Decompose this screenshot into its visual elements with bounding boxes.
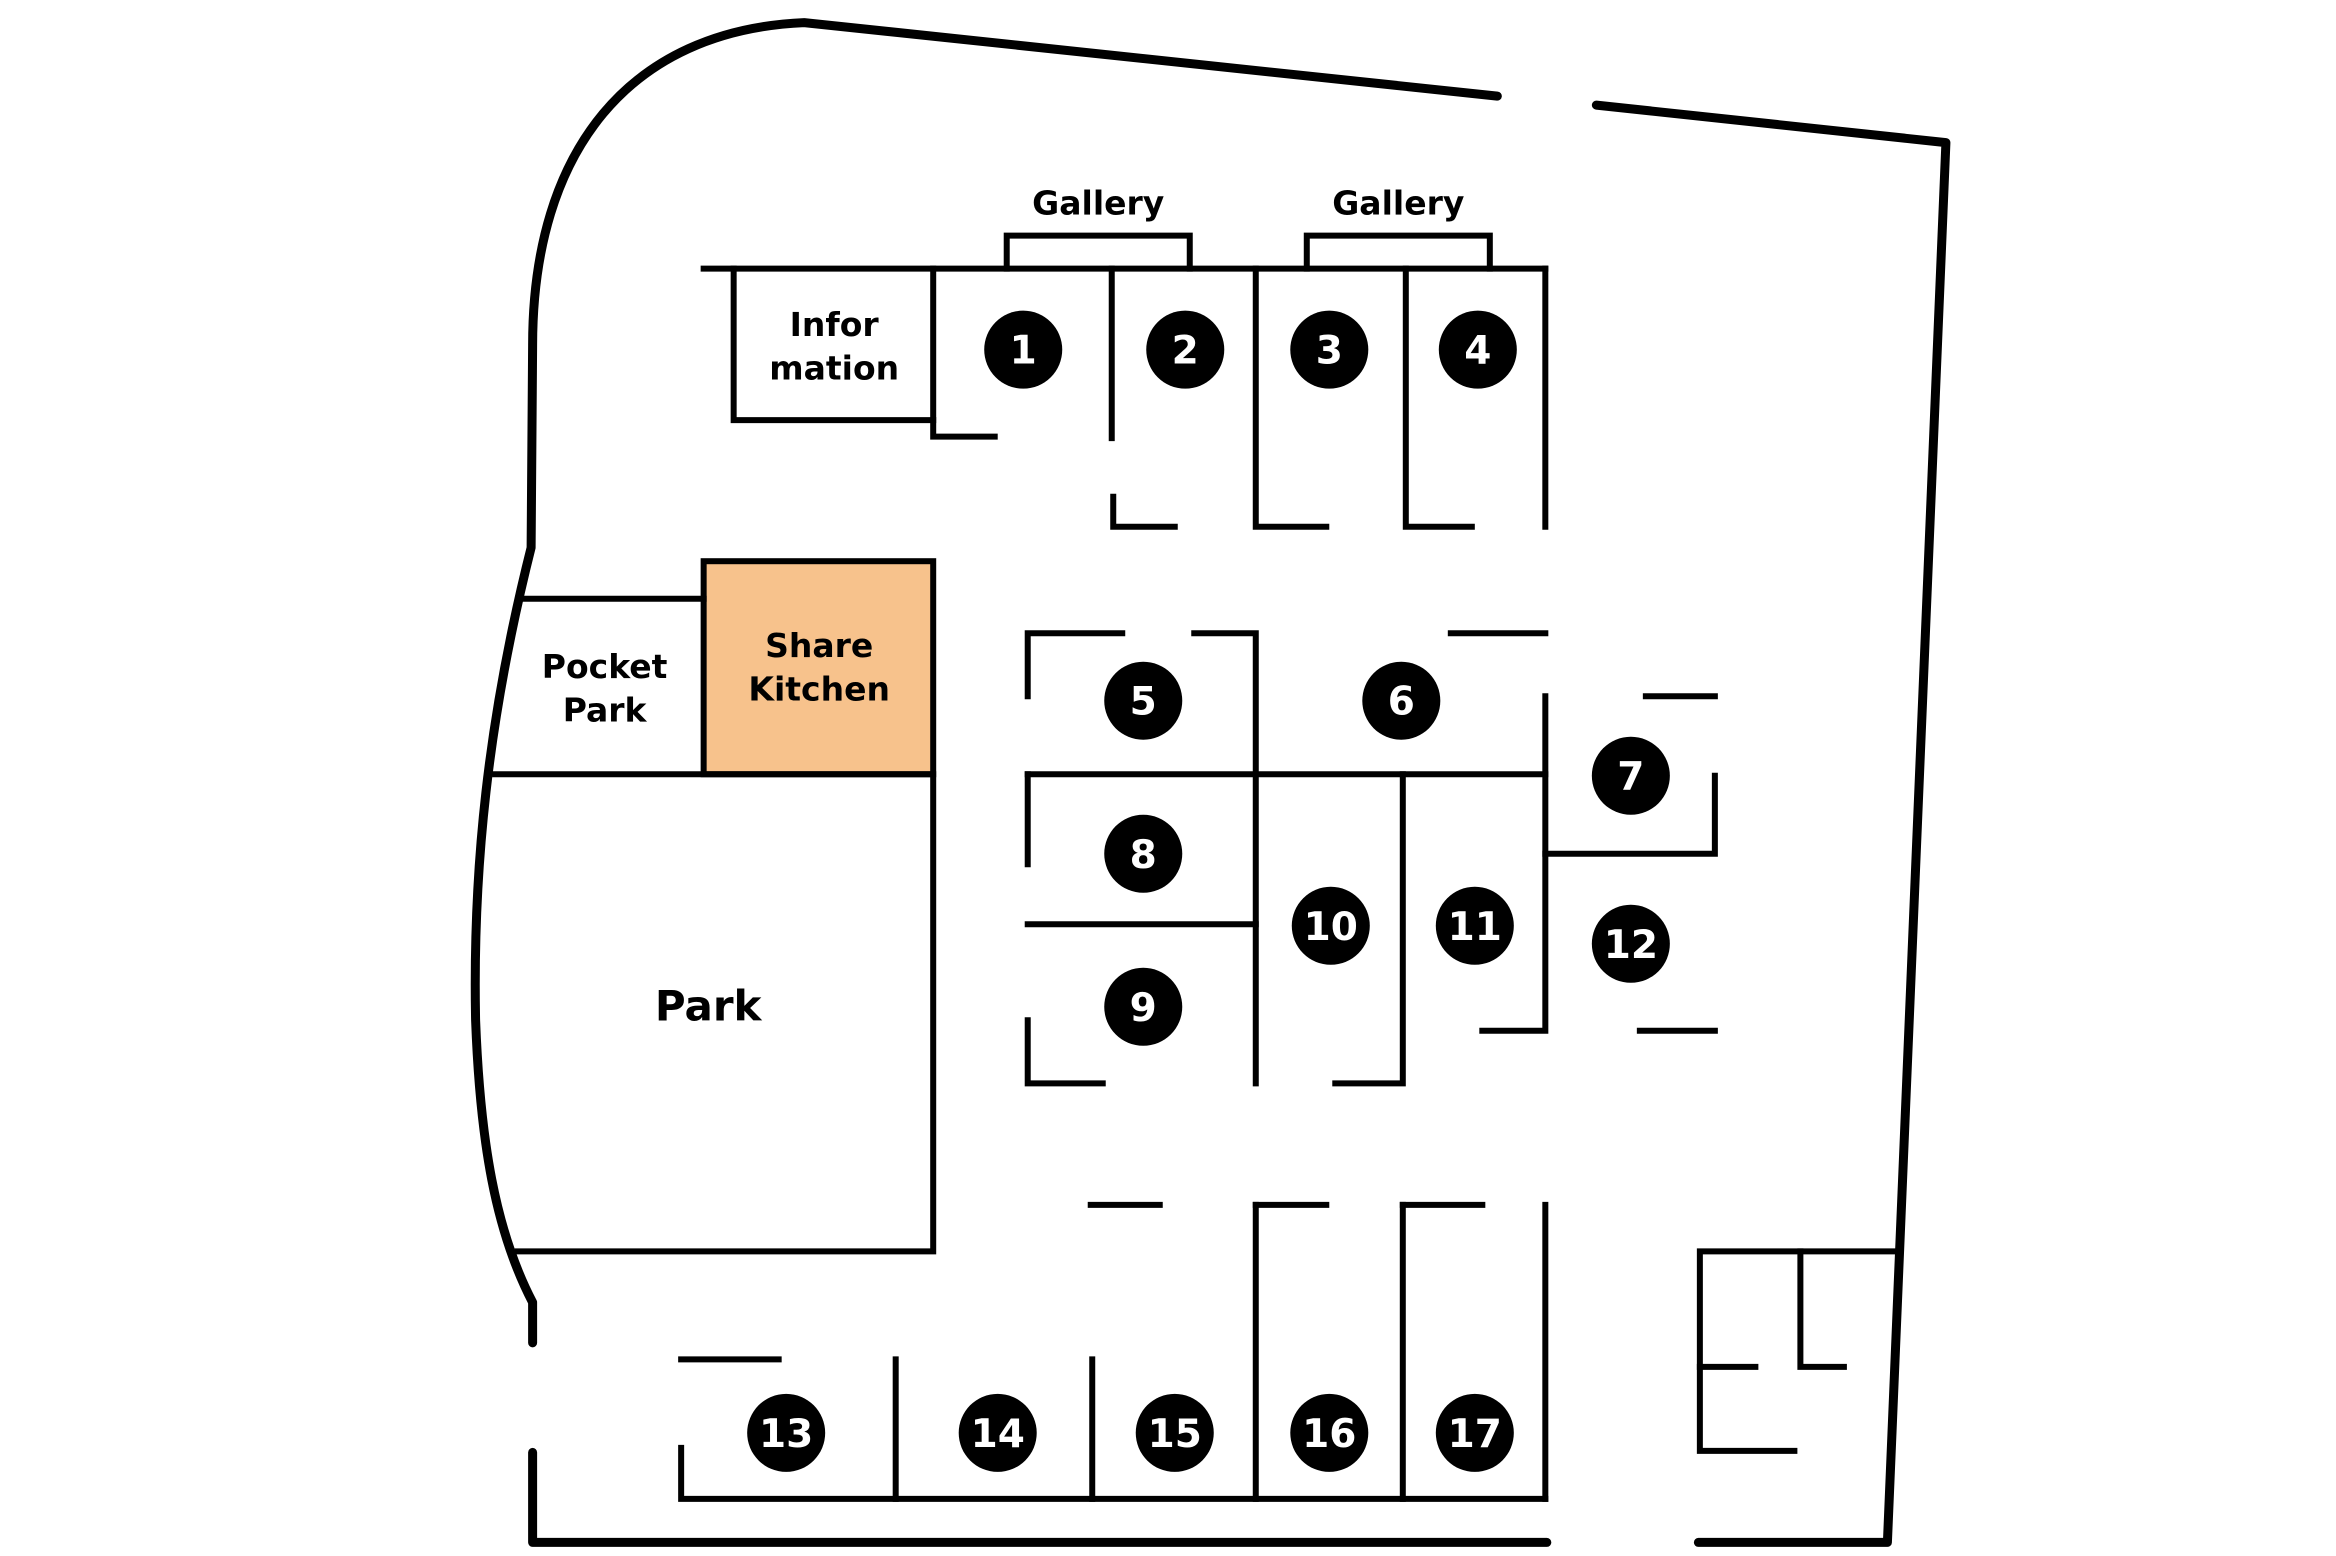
unit-marker-circle <box>1135 1393 1214 1472</box>
unit-marker-circle <box>1290 310 1369 389</box>
unit-marker-14[interactable]: 14 <box>958 1393 1037 1472</box>
unit-number: 17 <box>1448 1412 1502 1457</box>
pocket-park-label-line2: Park <box>563 691 648 730</box>
unit-marker-6[interactable]: 6 <box>1362 661 1441 740</box>
unit-marker-circle <box>1591 904 1670 983</box>
unit-number: 3 <box>1316 329 1343 374</box>
pocket-park-label-line1: Pocket <box>542 647 668 686</box>
unit-marker-circle <box>1146 310 1225 389</box>
gallery-left-label: Gallery <box>1032 184 1164 223</box>
unit-marker-3[interactable]: 3 <box>1290 310 1369 389</box>
share-kitchen-label-line2: Kitchen <box>748 670 890 709</box>
unit-number: 10 <box>1304 905 1358 950</box>
unit-number: 6 <box>1388 680 1415 725</box>
unit-number: 1 <box>1010 329 1037 374</box>
unit-marker-11[interactable]: 11 <box>1435 886 1514 965</box>
unit-marker-circle <box>1435 1393 1514 1472</box>
park-label: Park <box>655 981 763 1030</box>
unit-number: 14 <box>971 1412 1025 1457</box>
interior-walls <box>492 232 1897 1502</box>
unit-number: 16 <box>1302 1412 1356 1457</box>
unit-marker-circle <box>1362 661 1441 740</box>
unit-marker-circle <box>958 1393 1037 1472</box>
unit-number: 15 <box>1148 1412 1202 1457</box>
unit-marker-17[interactable]: 17 <box>1435 1393 1514 1472</box>
unit-number: 8 <box>1130 833 1157 878</box>
unit-marker-circle <box>1290 1393 1369 1472</box>
information-label-line1: Infor <box>790 305 880 344</box>
information-label-line2: mation <box>769 349 899 388</box>
unit-marker-4[interactable]: 4 <box>1438 310 1517 389</box>
unit-marker-15[interactable]: 15 <box>1135 1393 1214 1472</box>
gallery-right-label: Gallery <box>1332 184 1464 223</box>
outer-walls <box>470 18 1951 1547</box>
unit-marker-1[interactable]: 1 <box>984 310 1063 389</box>
unit-marker-circle <box>1438 310 1517 389</box>
unit-marker-13[interactable]: 13 <box>747 1393 826 1472</box>
unit-marker-16[interactable]: 16 <box>1290 1393 1369 1472</box>
unit-marker-7[interactable]: 7 <box>1591 736 1670 815</box>
unit-number: 4 <box>1464 329 1491 374</box>
unit-number: 11 <box>1448 905 1502 950</box>
share-kitchen-label-line1: Share <box>765 626 873 665</box>
unit-marker-circle <box>1104 814 1183 893</box>
unit-marker-8[interactable]: 8 <box>1104 814 1183 893</box>
unit-number: 2 <box>1172 329 1199 374</box>
unit-number: 9 <box>1130 986 1157 1031</box>
unit-marker-5[interactable]: 5 <box>1104 661 1183 740</box>
unit-marker-9[interactable]: 9 <box>1104 967 1183 1046</box>
unit-marker-10[interactable]: 10 <box>1291 886 1370 965</box>
unit-marker-circle <box>984 310 1063 389</box>
unit-number: 13 <box>759 1412 813 1457</box>
unit-number: 7 <box>1617 755 1644 800</box>
unit-marker-12[interactable]: 12 <box>1591 904 1670 983</box>
unit-marker-circle <box>1291 886 1370 965</box>
unit-number: 12 <box>1604 923 1658 968</box>
unit-marker-circle <box>1104 661 1183 740</box>
unit-marker-circle <box>1591 736 1670 815</box>
unit-marker-2[interactable]: 2 <box>1146 310 1225 389</box>
unit-marker-circle <box>1104 967 1183 1046</box>
share-kitchen-area[interactable] <box>700 558 937 778</box>
unit-marker-circle <box>747 1393 826 1472</box>
unit-marker-circle <box>1435 886 1514 965</box>
unit-number: 5 <box>1130 680 1157 725</box>
